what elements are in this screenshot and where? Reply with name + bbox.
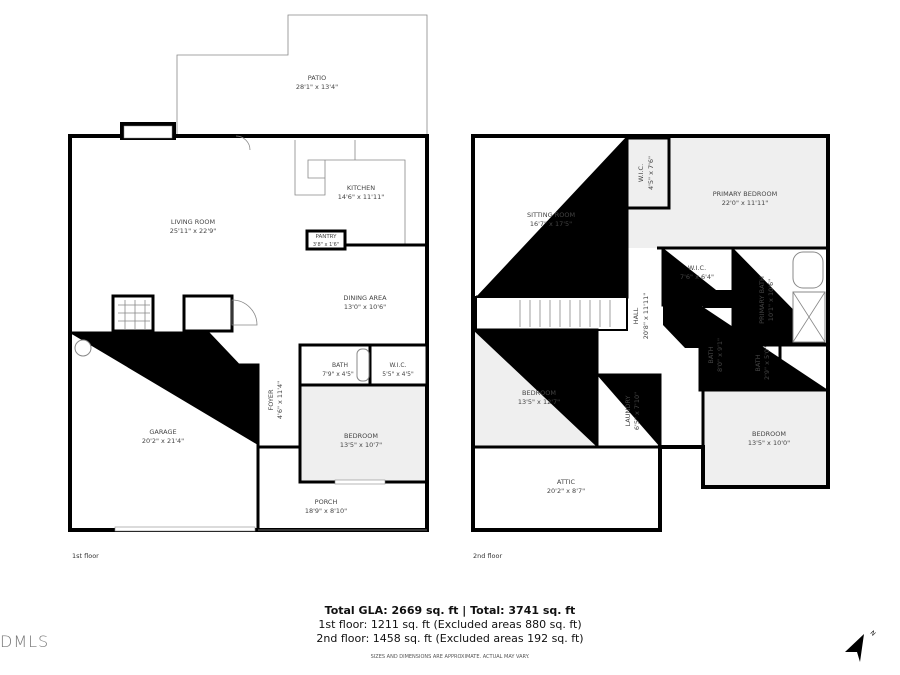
- bedroom-right-fill: [703, 390, 828, 487]
- patio-door-arc: [235, 135, 251, 151]
- stair-treads-2: [519, 300, 611, 327]
- room-dims: 13'5" x 10'7": [340, 441, 382, 449]
- floor-label-2: 2nd floor: [473, 552, 503, 560]
- room-name: FOYER: [267, 389, 275, 411]
- room-dims: 20'2" x 21'4": [142, 437, 184, 445]
- room-name: W.I.C.: [637, 164, 645, 182]
- room-name: GARAGE: [149, 428, 176, 436]
- room-name: W.I.C.: [390, 362, 407, 369]
- stairs-2: [475, 296, 628, 331]
- room-dims: 18'9" x 8'10": [305, 507, 347, 515]
- room-dims: 22'0" x 11'11": [722, 199, 768, 207]
- room-dims: 8'0" x 9'1": [716, 338, 724, 372]
- bedroom-fill: [300, 385, 427, 482]
- room-dims: 7'6" x 6'4": [680, 273, 714, 281]
- room-name: PRIMARY BATH: [758, 276, 766, 324]
- room-dims: 13'0" x 10'6": [344, 303, 386, 311]
- closet: [182, 294, 234, 333]
- room-name: LAUNDRY: [624, 396, 632, 427]
- room-dims: 14'6" x 11'11": [338, 193, 384, 201]
- room-dims: 13'5" x 10'0": [748, 439, 790, 447]
- room-dims: 20'2" x 8'7": [547, 487, 585, 495]
- room-name: BATH: [707, 346, 715, 363]
- north-arrow-icon: N: [845, 629, 877, 662]
- chimney-block: [663, 305, 700, 348]
- room-dims: 2'9" x 5'0": [763, 346, 771, 380]
- primary-bedroom-fill: [627, 136, 828, 248]
- foyer-wall: [256, 445, 300, 530]
- room-name: SITTING ROOM: [527, 211, 575, 219]
- room-name: PATIO: [308, 74, 326, 82]
- room-name: LIVING ROOM: [171, 218, 215, 226]
- first-floor-area: 1st floor: 1211 sq. ft (Excluded areas 8…: [318, 618, 582, 631]
- room-name: W.I.C.: [688, 264, 706, 272]
- room-dims: 7'9" x 4'5": [322, 371, 354, 378]
- bath-walls: [698, 305, 828, 392]
- first-floor-plan: [68, 14, 429, 532]
- room-dims: 10'1" x 10'6": [767, 279, 775, 321]
- room-dims: 28'1" x 13'4": [296, 83, 338, 91]
- room-dims: 16'7" x 17'5": [530, 220, 572, 228]
- pantry-wall: [305, 229, 347, 251]
- room-name: BATH: [332, 362, 348, 369]
- room-dims: 20'8" x 11'11": [642, 293, 650, 339]
- laundry-wall: [597, 373, 662, 447]
- second-floor-area: 2nd floor: 1458 sq. ft (Excluded areas 1…: [316, 632, 584, 645]
- floor-label-1: 1st floor: [72, 552, 99, 560]
- room-dims: 3'8" x 1'6": [313, 242, 339, 248]
- room-name: BEDROOM: [522, 389, 556, 397]
- room-name: PORCH: [315, 498, 338, 506]
- room-name: KITCHEN: [347, 184, 375, 192]
- compass-label: N: [869, 629, 877, 637]
- stairs: [111, 294, 155, 333]
- patio-outline: [176, 14, 428, 136]
- bedroom-left-wall: [473, 328, 660, 449]
- room-name: BATH: [754, 354, 762, 371]
- primary-tub: [792, 251, 824, 289]
- dmls-logo: DMLS: [0, 632, 50, 651]
- room-name: DINING AREA: [343, 294, 387, 302]
- room-name: HALL: [632, 307, 640, 324]
- garage-wall: [70, 331, 260, 445]
- kitchen-counters: [294, 140, 406, 245]
- garage-door: [114, 526, 256, 532]
- chimney-block-2: [703, 290, 733, 308]
- stair-treads: [118, 300, 150, 330]
- disclaimer: SIZES AND DIMENSIONS ARE APPROXIMATE. AC…: [370, 654, 530, 660]
- room-dims: 5'5" x 4'5": [382, 371, 414, 378]
- fireplace-insert: [123, 125, 173, 139]
- room-dims: 4'6" x 11'4": [276, 381, 284, 419]
- bathtub: [356, 348, 370, 382]
- room-dims: 25'11" x 22'9": [170, 227, 216, 235]
- total-area: Total GLA: 2669 sq. ft | Total: 3741 sq.…: [324, 604, 576, 617]
- room-dims: 13'5" x 12'7": [518, 398, 560, 406]
- room-name: BEDROOM: [752, 430, 786, 438]
- wic-wall: [368, 343, 429, 387]
- bedroom-window: [334, 479, 386, 485]
- water-heater: [74, 339, 92, 357]
- room-labels: PATIO 28'1" x 13'4" KITCHEN 14'6" x 11'1…: [142, 74, 790, 515]
- room-dims: 4'5" x 7'6": [647, 156, 655, 190]
- second-floor-plan: [471, 134, 830, 532]
- room-name: ATTIC: [557, 478, 576, 486]
- room-dims: 6'5" x 7'10": [633, 392, 641, 430]
- room-name: BEDROOM: [344, 432, 378, 440]
- room-name: PRIMARY BEDROOM: [713, 190, 777, 198]
- room-name: PANTRY: [315, 234, 337, 240]
- shower-x: [792, 291, 826, 343]
- entry-door-arc: [231, 299, 258, 326]
- wic-primary-wall: [625, 136, 671, 210]
